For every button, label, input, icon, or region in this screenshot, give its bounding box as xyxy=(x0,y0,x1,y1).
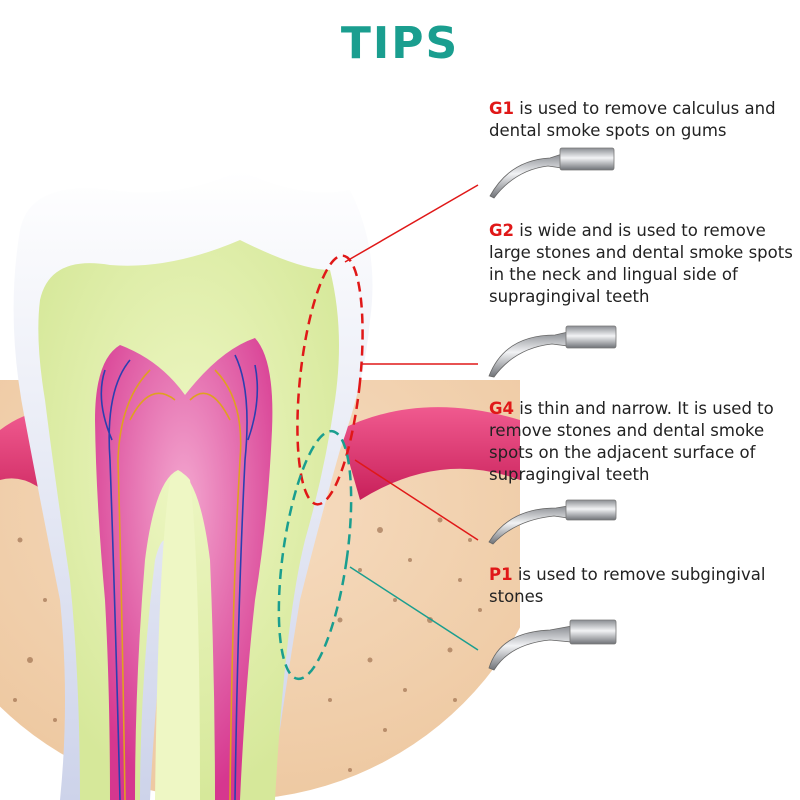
leader-line-g4 xyxy=(354,459,479,541)
scaler-tip-g1-icon xyxy=(489,147,615,199)
tooth xyxy=(13,170,373,800)
subgingival-zone-marker xyxy=(277,429,353,681)
leader-line-g1 xyxy=(344,184,479,263)
tip-p1-description: P1 is used to remove subgingival stones xyxy=(489,564,794,608)
tip-g2-description: G2 is wide and is used to remove large s… xyxy=(489,220,794,308)
callout-zones xyxy=(277,254,364,681)
leader-line-p1 xyxy=(349,566,479,651)
tip-g1-text: is used to remove calculus and dental sm… xyxy=(489,99,776,140)
tip-g1-code: G1 xyxy=(489,99,515,118)
page-title: TIPS xyxy=(340,18,460,69)
tip-g2-code: G2 xyxy=(489,221,515,240)
scaler-tip-g2-icon xyxy=(488,325,617,378)
tip-p1-code: P1 xyxy=(489,565,513,584)
tip-g4-description: G4 is thin and narrow. It is used to rem… xyxy=(489,398,794,486)
tip-g2-text: is wide and is used to remove large ston… xyxy=(489,221,793,306)
tip-g4-code: G4 xyxy=(489,399,515,418)
leader-lines xyxy=(344,184,479,651)
scaler-tip-g4-icon xyxy=(488,499,617,545)
tip-g1-description: G1 is used to remove calculus and dental… xyxy=(489,98,794,142)
root-dentin-core xyxy=(155,472,200,800)
supragingival-zone-marker xyxy=(296,254,364,506)
nerves-and-vessels xyxy=(100,354,259,800)
tip-p1-text: is used to remove subgingival stones xyxy=(489,565,766,606)
scaler-tip-p1-icon xyxy=(488,619,617,671)
tip-g4-text: is thin and narrow. It is used to remove… xyxy=(489,399,774,484)
gum-right xyxy=(340,407,520,500)
tooth-pulp xyxy=(95,338,273,800)
